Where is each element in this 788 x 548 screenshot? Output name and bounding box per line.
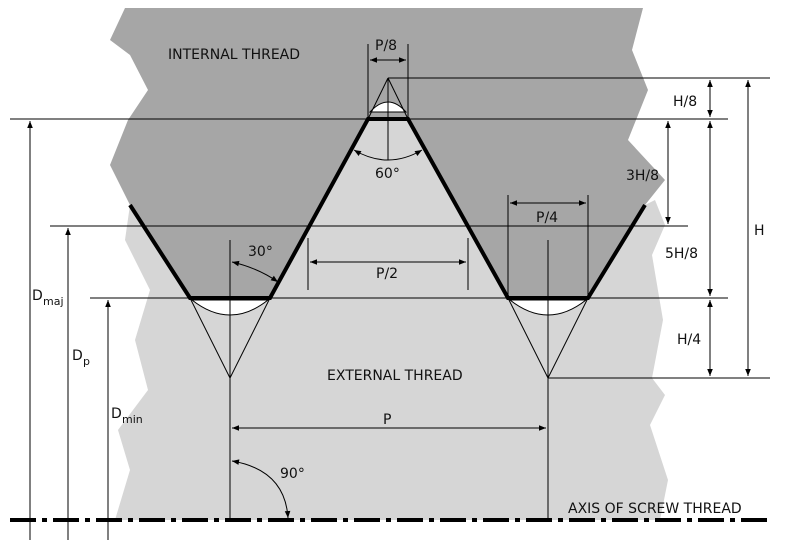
- p8-label: P/8: [375, 38, 397, 54]
- external-thread-region: [115, 119, 668, 520]
- p-label: P: [383, 412, 391, 428]
- dmin-subscript: min: [122, 413, 143, 426]
- dp-subscript: p: [83, 355, 90, 368]
- internal-thread-label: INTERNAL THREAD: [168, 47, 300, 63]
- h38-label: 3H/8: [626, 168, 659, 184]
- dmaj-subscript: maj: [43, 295, 64, 308]
- axis-label: AXIS OF SCREW THREAD: [568, 501, 742, 517]
- angle90-arc: [231, 459, 291, 519]
- dp-label: D: [72, 348, 83, 364]
- angle90-label: 90°: [280, 466, 305, 482]
- angle60-label: 60°: [375, 166, 400, 182]
- h8-label: H/8: [673, 94, 697, 110]
- dimension-arrows: [27, 57, 751, 540]
- angle60-arc: [353, 149, 423, 161]
- angle30-arc: [231, 260, 279, 283]
- dmin-label: D: [111, 406, 122, 422]
- p2-label: P/2: [376, 266, 398, 282]
- h-label: H: [754, 223, 765, 239]
- dmaj-label: D: [32, 288, 43, 304]
- reference-lines: [10, 44, 770, 379]
- p4-label: P/4: [536, 210, 558, 226]
- h58-label: 5H/8: [665, 246, 698, 262]
- external-thread-label: EXTERNAL THREAD: [327, 368, 463, 384]
- h4-label: H/4: [677, 332, 701, 348]
- angle30-label: 30°: [248, 244, 273, 260]
